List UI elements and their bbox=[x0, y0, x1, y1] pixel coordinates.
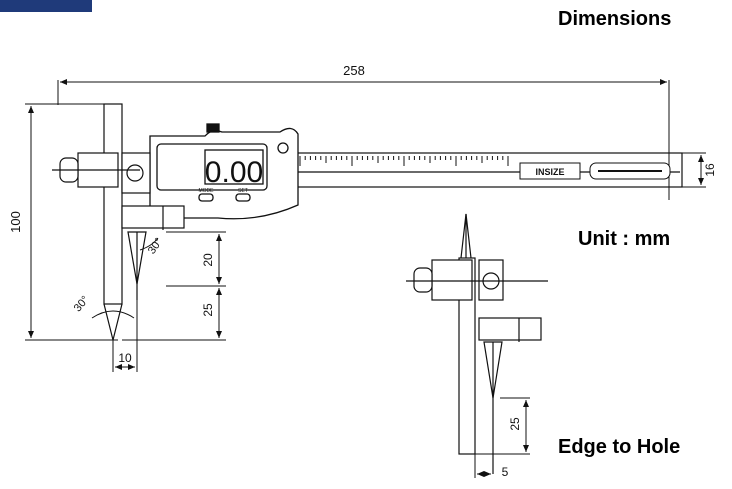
edge-to-hole-caption: Edge to Hole bbox=[558, 436, 681, 458]
step-dimensions bbox=[122, 231, 226, 341]
diagram-title: Dimensions bbox=[558, 8, 672, 30]
brand-logo-strip bbox=[0, 0, 92, 12]
step-25-label: 25 bbox=[201, 303, 215, 317]
cone-point bbox=[127, 231, 147, 300]
beam-width-dimension bbox=[680, 152, 706, 188]
edge-to-hole-25-label: 25 bbox=[508, 417, 522, 431]
left-jaw bbox=[52, 103, 185, 341]
height-label: 100 bbox=[8, 211, 23, 233]
lower-angle-label: 30° bbox=[72, 294, 92, 314]
mode-button-label: MODE bbox=[199, 188, 215, 194]
upper-angle-label: 30° bbox=[146, 236, 165, 257]
edge-to-hole-5-label: 5 bbox=[502, 465, 509, 479]
angle-arcs bbox=[91, 237, 159, 319]
set-button-label: SET bbox=[238, 188, 248, 194]
tip-width-label: 10 bbox=[118, 351, 132, 365]
brand-label: INSIZE bbox=[535, 167, 564, 177]
tip-width-dimension bbox=[112, 300, 138, 372]
digital-head bbox=[149, 123, 299, 220]
beam-width-label: 16 bbox=[703, 163, 717, 177]
unit-label: Unit : mm bbox=[578, 228, 671, 250]
height-dimension bbox=[25, 103, 118, 341]
edge-to-hole-dimensions bbox=[474, 397, 530, 478]
display-reading: 0.00 bbox=[205, 156, 263, 189]
edge-to-hole-jaw bbox=[406, 213, 548, 474]
brand-plate: INSIZE bbox=[519, 162, 671, 180]
step-20-label: 20 bbox=[201, 253, 215, 267]
overall-length-dimension bbox=[57, 79, 670, 200]
beam-scale bbox=[299, 156, 509, 166]
overall-length-label: 258 bbox=[343, 63, 365, 78]
